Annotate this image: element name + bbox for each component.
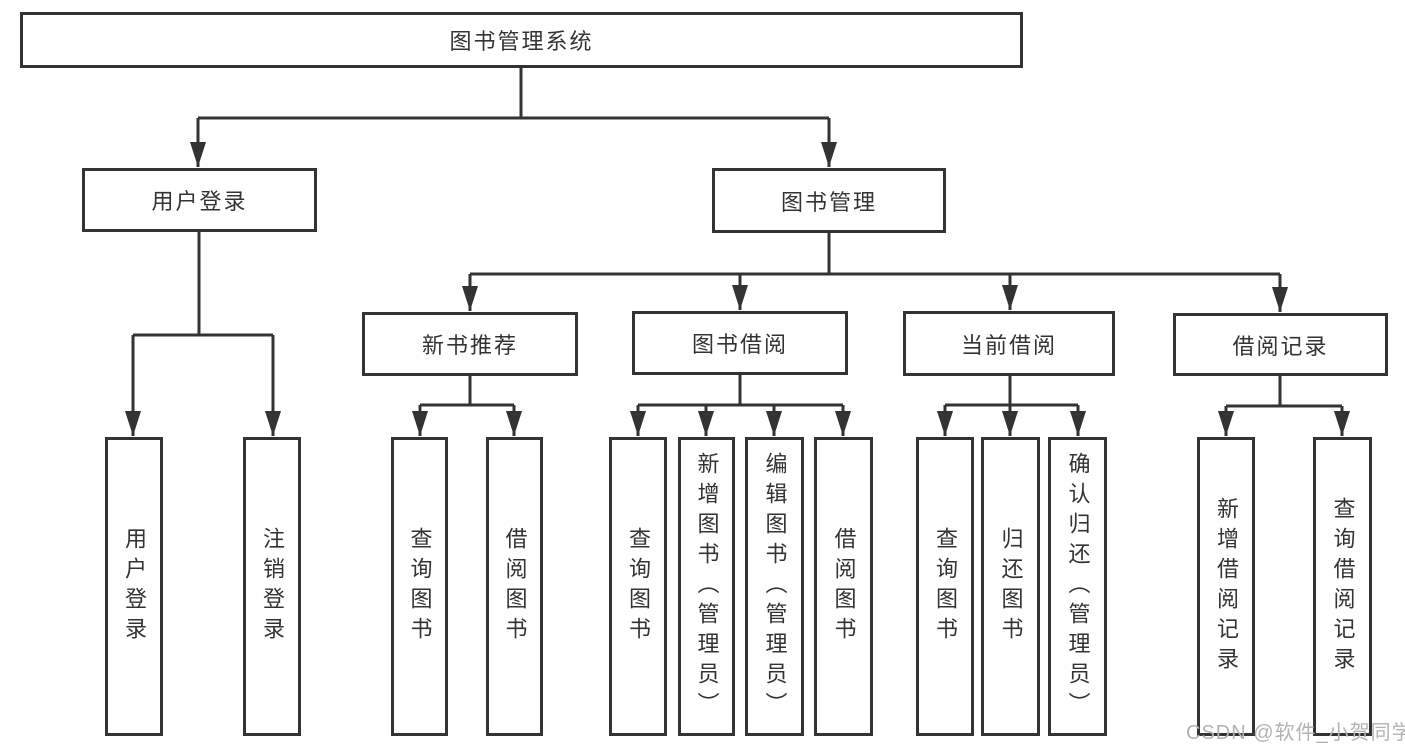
- leaf-current-query-books-label: 查询图书: [933, 526, 958, 647]
- node-current-borrow-label: 当前借阅: [960, 332, 1057, 358]
- leaf-borrow-edit-books-label: 编辑图书（管理员）: [762, 451, 788, 722]
- leaf-current-confirm-return: 确认归还（管理员）: [1048, 437, 1107, 736]
- node-new-book-recommend-label: 新书推荐: [421, 333, 518, 358]
- node-root: 图书管理系统: [20, 12, 1023, 68]
- leaf-borrow-query-books: 查询图书: [609, 437, 667, 736]
- connector-borrow-records-children: [1218, 374, 1350, 436]
- node-book-management-label: 图书管理: [780, 189, 877, 215]
- leaf-borrow-borrow-books: 借阅图书: [814, 437, 873, 736]
- connector-root-to-level2: [190, 64, 837, 167]
- connector-book-management-children: [462, 231, 1288, 312]
- leaf-record-add: 新增借阅记录: [1197, 437, 1255, 736]
- leaf-current-return-books: 归还图书: [981, 437, 1040, 736]
- leaf-record-add-label: 新增借阅记录: [1214, 496, 1239, 677]
- leaf-borrow-borrow-books-label: 借阅图书: [831, 526, 857, 647]
- node-new-book-recommend: 新书推荐: [362, 312, 578, 376]
- leaf-user-login: 用户登录: [105, 437, 163, 736]
- leaf-rec-borrow-books: 借阅图书: [486, 437, 543, 736]
- leaf-user-login-label: 用户登录: [122, 526, 147, 647]
- connector-book-borrow-children: [630, 373, 851, 436]
- node-user-login: 用户登录: [82, 168, 317, 232]
- connector-user-login-children: [125, 230, 281, 436]
- leaf-borrow-edit-books: 编辑图书（管理员）: [745, 437, 804, 736]
- leaf-borrow-add-books: 新增图书（管理员）: [678, 437, 735, 736]
- node-user-login-label: 用户登录: [151, 189, 248, 214]
- leaf-rec-borrow-books-label: 借阅图书: [502, 526, 528, 647]
- leaf-rec-query-books: 查询图书: [391, 437, 448, 736]
- leaf-current-query-books: 查询图书: [916, 437, 974, 736]
- leaf-record-query-label: 查询借阅记录: [1330, 496, 1356, 677]
- node-borrow-records-label: 借阅记录: [1232, 333, 1329, 359]
- leaf-current-return-books-label: 归还图书: [998, 526, 1024, 647]
- connector-new-book-recommend-children: [412, 374, 522, 436]
- leaf-current-confirm-return-label: 确认归还（管理员）: [1065, 451, 1091, 722]
- node-root-label: 图书管理系统: [449, 29, 594, 54]
- leaf-record-query: 查询借阅记录: [1313, 437, 1372, 736]
- leaf-borrow-query-books-label: 查询图书: [626, 526, 651, 647]
- watermark-text: CSDN @软件_小贺同学: [1186, 722, 1405, 744]
- node-borrow-records: 借阅记录: [1173, 313, 1388, 376]
- connector-current-borrow-children: [937, 373, 1086, 436]
- node-book-borrow: 图书借阅: [632, 311, 848, 375]
- node-current-borrow: 当前借阅: [903, 311, 1115, 376]
- leaf-logout-label: 注销登录: [260, 526, 285, 647]
- leaf-borrow-add-books-label: 新增图书（管理员）: [694, 451, 720, 722]
- node-book-borrow-label: 图书借阅: [691, 332, 788, 357]
- node-book-management: 图书管理: [712, 168, 946, 233]
- leaf-logout: 注销登录: [243, 437, 301, 736]
- leaf-rec-query-books-label: 查询图书: [407, 526, 433, 647]
